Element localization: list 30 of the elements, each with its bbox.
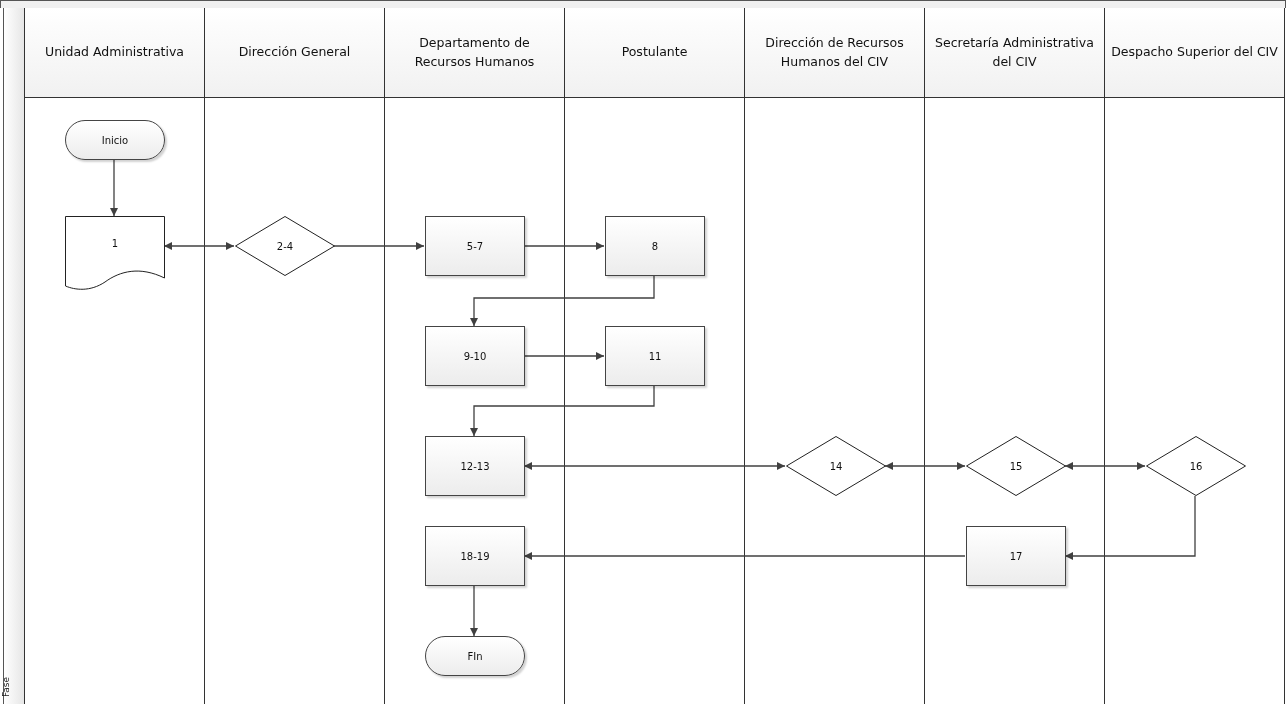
connector-arrow <box>523 552 966 560</box>
document-shape: 1 <box>65 216 165 292</box>
process-box: 9-10 <box>425 326 525 386</box>
swimlane <box>1104 8 1285 704</box>
connector-arrow <box>523 352 605 360</box>
connector-arrow <box>523 462 786 470</box>
swimlane <box>24 8 205 704</box>
connector-arrow <box>163 242 235 250</box>
connector-arrow <box>884 462 966 470</box>
connector-arrow <box>110 159 118 217</box>
process-box: 5-7 <box>425 216 525 276</box>
connector-arrow <box>333 242 425 250</box>
terminator-shape: FIn <box>425 636 525 676</box>
connector-arrow <box>470 275 655 327</box>
terminator-shape: Inicio <box>65 120 165 160</box>
phase-label: Fase <box>1 676 12 698</box>
process-box: 18-19 <box>425 526 525 586</box>
process-box: 12-13 <box>425 436 525 496</box>
decision-diamond: 14 <box>786 436 886 496</box>
decision-diamond: 15 <box>966 436 1066 496</box>
process-box: 8 <box>605 216 705 276</box>
process-box: 17 <box>966 526 1066 586</box>
connector-arrow <box>1064 462 1146 470</box>
connector-arrow <box>470 585 478 637</box>
connector-arrow <box>523 242 605 250</box>
decision-diamond: 16 <box>1146 436 1246 496</box>
connector-arrow <box>470 385 655 437</box>
process-box: 11 <box>605 326 705 386</box>
decision-diamond: 2-4 <box>235 216 335 276</box>
connector-arrow <box>1064 495 1196 560</box>
